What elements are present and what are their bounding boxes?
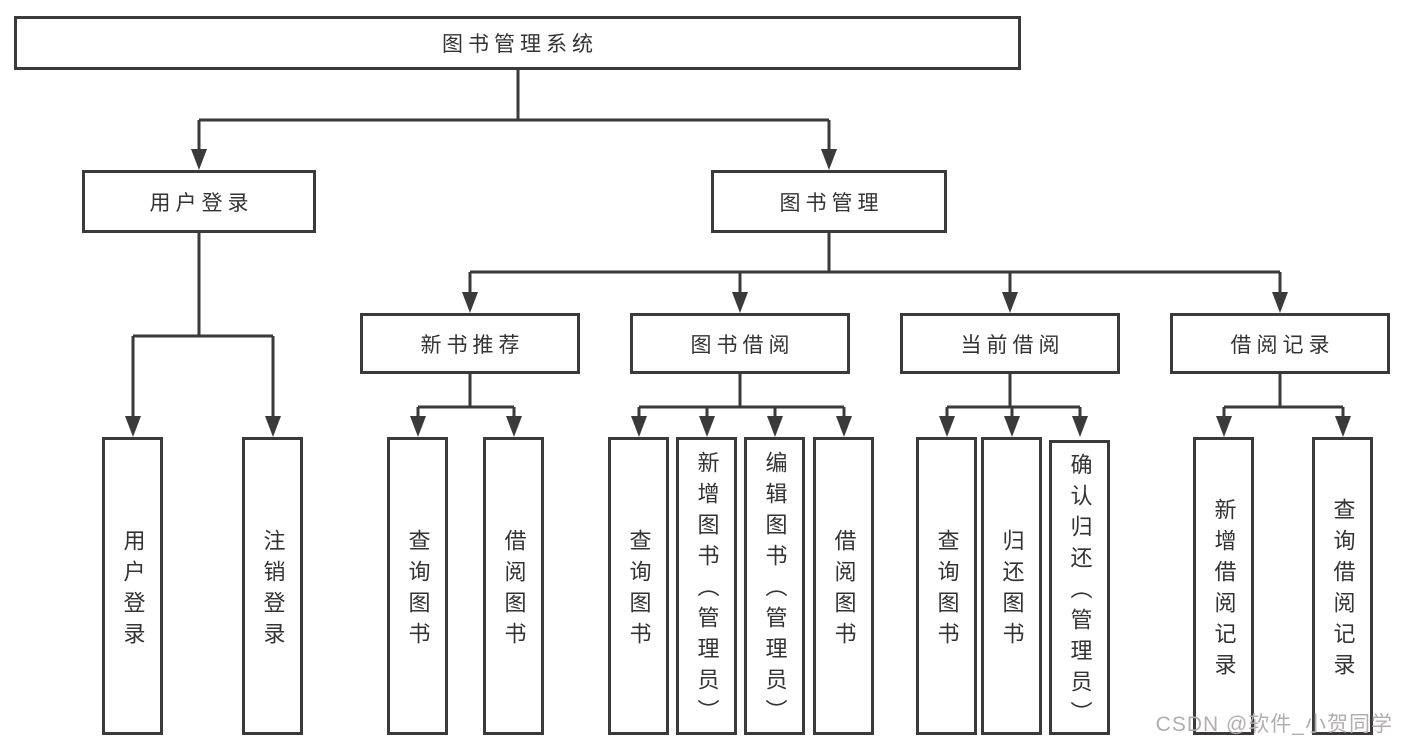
leaf-search-books-recommend: 查询图书	[387, 437, 448, 735]
node-label: 新增图书（管理员）	[694, 451, 720, 730]
node-library-management-system: 图书管理系统	[14, 16, 1021, 70]
node-label: 查询借阅记录	[1330, 497, 1356, 684]
node-label: 图书管理	[779, 191, 884, 215]
node-label: 新书推荐	[420, 333, 525, 357]
leaf-borrow-books-recommend: 借阅图书	[483, 437, 544, 735]
node-book-management: 图书管理	[711, 170, 947, 233]
node-label: 归还图书	[999, 528, 1025, 653]
node-label: 当前借阅	[960, 333, 1065, 357]
node-label: 用户登录	[149, 191, 254, 215]
leaf-confirm-return-admin: 确认归还（管理员）	[1049, 440, 1110, 735]
node-label: 编辑图书（管理员）	[762, 451, 788, 730]
csdn-watermark: CSDN @软件_小贺同学	[1155, 713, 1393, 736]
node-label: 注销登录	[260, 528, 286, 653]
node-book-borrowing: 图书借阅	[630, 313, 850, 374]
node-label: 图书管理系统	[442, 33, 598, 56]
leaf-logout: 注销登录	[242, 437, 303, 735]
leaf-search-borrow-record: 查询借阅记录	[1312, 437, 1373, 735]
node-borrowing-records: 借阅记录	[1170, 313, 1390, 374]
leaf-user-login: 用户登录	[102, 437, 163, 735]
node-label: 查询图书	[626, 528, 652, 653]
node-label: 查询图书	[934, 528, 960, 653]
node-new-book-recommendation: 新书推荐	[360, 313, 580, 374]
leaf-borrow-books: 借阅图书	[813, 437, 874, 735]
leaf-return-books: 归还图书	[981, 437, 1042, 735]
node-label: 新增借阅记录	[1211, 497, 1237, 684]
node-label: 借阅记录	[1230, 333, 1335, 357]
node-current-borrowing: 当前借阅	[900, 313, 1120, 374]
node-label: 借阅图书	[501, 528, 527, 653]
leaf-edit-books-admin: 编辑图书（管理员）	[744, 437, 805, 735]
leaf-add-borrow-record: 新增借阅记录	[1193, 437, 1254, 735]
node-label: 查询图书	[405, 528, 431, 653]
node-user-login: 用户登录	[82, 170, 316, 233]
node-label: 确认归还（管理员）	[1067, 452, 1093, 732]
leaf-search-books-current: 查询图书	[916, 437, 977, 735]
leaf-add-books-admin: 新增图书（管理员）	[676, 437, 737, 735]
node-label: 图书借阅	[690, 333, 795, 357]
node-label: 借阅图书	[831, 528, 857, 653]
node-label: 用户登录	[120, 528, 146, 653]
leaf-search-books-borrowing: 查询图书	[608, 437, 669, 735]
